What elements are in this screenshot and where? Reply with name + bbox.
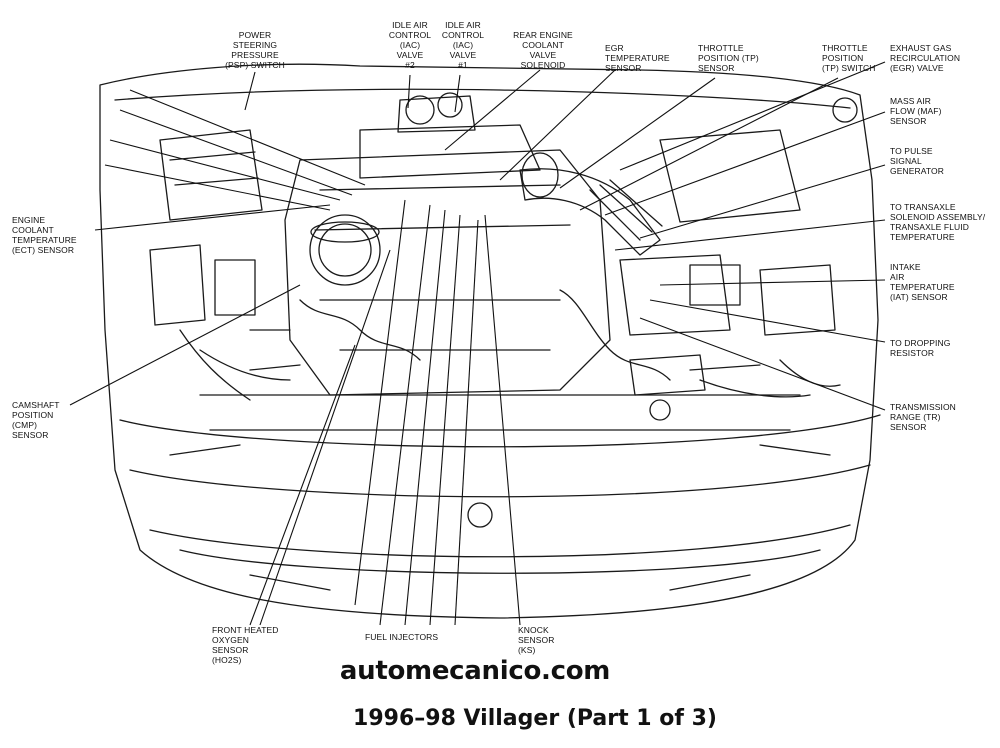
label-tp-switch: THROTTLE POSITION (TP) SWITCH: [822, 43, 876, 73]
body-outline: [99, 63, 879, 619]
label-transaxle-solenoid: TO TRANSAXLE SOLENOID ASSEMBLY/ TRANSAXL…: [890, 202, 986, 242]
label-pulse-generator: TO PULSE SIGNAL GENERATOR: [890, 146, 944, 176]
bumper-upper: [129, 464, 871, 498]
label-cmp-sensor: CAMSHAFT POSITION (CMP) SENSOR: [12, 400, 60, 440]
engine-block: [284, 149, 611, 396]
oil-filler-cap: [309, 214, 381, 286]
label-egr-valve: EXHAUST GAS RECIRCULATION (EGR) VALVE: [890, 43, 961, 73]
label-iac-valve-1: IDLE AIR CONTROL (IAC) VALVE #1: [441, 20, 485, 70]
label-fuel-injectors: FUEL INJECTORS: [365, 632, 439, 642]
intake-plenum: [359, 124, 541, 179]
label-egr-temp-sensor: EGR TEMPERATURE SENSOR: [605, 43, 670, 73]
hood-edge: [114, 88, 851, 109]
air-duct: [519, 168, 661, 256]
label-iat-sensor: INTAKE AIR TEMPERATURE (IAT) SENSOR: [890, 262, 955, 302]
front-fascia: [119, 414, 881, 448]
label-maf-sensor: MASS AIR FLOW (MAF) SENSOR: [890, 96, 942, 126]
label-knock-sensor: KNOCK SENSOR (KS): [518, 625, 555, 655]
label-iac-valve-2: IDLE AIR CONTROL (IAC) VALVE #2: [388, 20, 432, 70]
label-psp-switch: POWER STEERING PRESSURE (PSP) SWITCH: [225, 30, 285, 70]
label-tr-sensor: TRANSMISSION RANGE (TR) SENSOR: [890, 402, 956, 432]
diagram-caption: 1996–98 Villager (Part 1 of 3): [353, 706, 717, 731]
label-ho2s: FRONT HEATED OXYGEN SENSOR (HO2S): [212, 625, 279, 665]
air-cleaner: [659, 129, 801, 223]
label-tp-sensor: THROTTLE POSITION (TP) SENSOR: [698, 43, 759, 73]
label-ect-sensor: ENGINE COOLANT TEMPERATURE (ECT) SENSOR: [12, 215, 77, 255]
label-dropping-resistor: TO DROPPING RESISTOR: [890, 338, 951, 358]
watermark: automecanico.com: [339, 656, 611, 686]
bumper-lower: [149, 524, 851, 558]
label-rear-coolant-solenoid: REAR ENGINE COOLANT VALVE SOLENOID: [513, 30, 573, 70]
battery: [159, 129, 263, 221]
